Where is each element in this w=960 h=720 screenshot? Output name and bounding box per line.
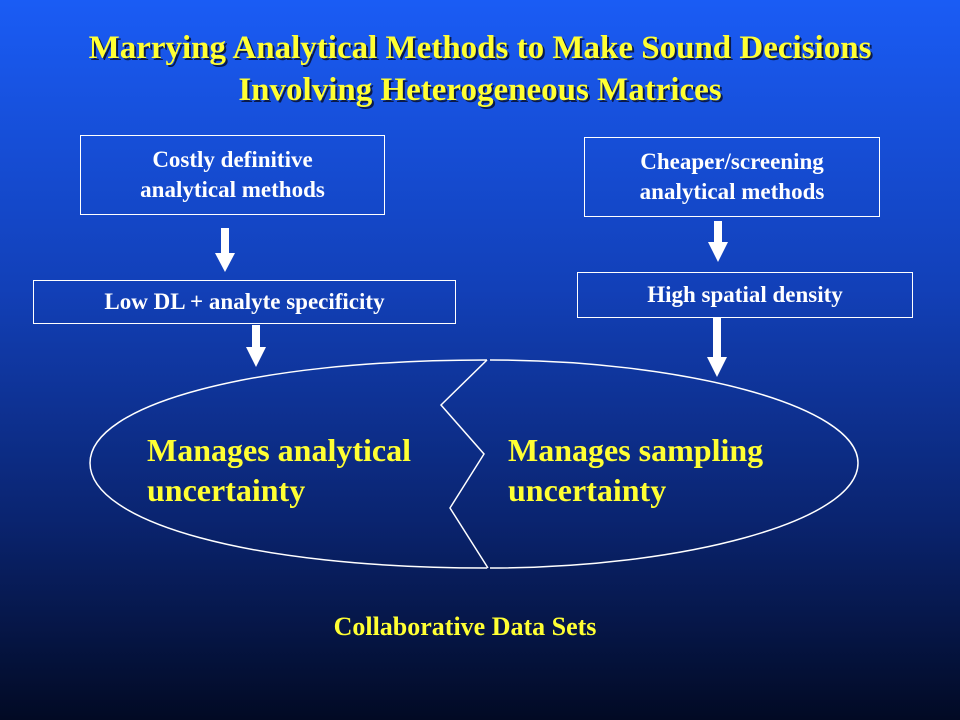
cheaper-methods-box: Cheaper/screening analytical methods bbox=[584, 137, 880, 217]
arrow-down-icon-cheaper bbox=[708, 221, 728, 262]
slide-title-line-2: Involving Heterogeneous Matrices bbox=[238, 72, 722, 108]
sampling-uncertainty-line-2: uncertainty bbox=[508, 472, 667, 508]
arrow-down-icon-high-density bbox=[707, 318, 727, 377]
uncertainty-ellipse bbox=[89, 359, 859, 569]
analytical-uncertainty-line-2: uncertainty bbox=[147, 472, 306, 508]
arrow-down-icon-costly bbox=[215, 228, 235, 272]
zigzag-divider bbox=[439, 359, 489, 569]
analytical-uncertainty-line-1: Manages analytical bbox=[147, 432, 411, 468]
sampling-uncertainty-line-1: Manages sampling bbox=[508, 432, 764, 468]
analytical-uncertainty-text: Manages analytical uncertainty bbox=[147, 430, 411, 510]
high-density-box: High spatial density bbox=[577, 272, 913, 318]
high-density-label: High spatial density bbox=[647, 282, 843, 307]
cheaper-methods-line-2: analytical methods bbox=[639, 179, 825, 204]
costly-methods-line-2: analytical methods bbox=[140, 177, 325, 202]
cheaper-methods-line-1: Cheaper/screening bbox=[640, 149, 824, 174]
sampling-uncertainty-text: Manages sampling uncertainty bbox=[508, 430, 763, 510]
costly-methods-box: Costly definitive analytical methods bbox=[80, 135, 385, 215]
low-dl-label: Low DL + analyte specificity bbox=[104, 289, 385, 314]
arrow-down-icon-low-dl bbox=[246, 325, 266, 367]
slide-title-line-1: Marrying Analytical Methods to Make Soun… bbox=[88, 30, 872, 66]
low-dl-box: Low DL + analyte specificity bbox=[33, 280, 456, 324]
collaborative-data-sets-label: Collaborative Data Sets bbox=[333, 612, 597, 641]
costly-methods-line-1: Costly definitive bbox=[152, 147, 313, 172]
